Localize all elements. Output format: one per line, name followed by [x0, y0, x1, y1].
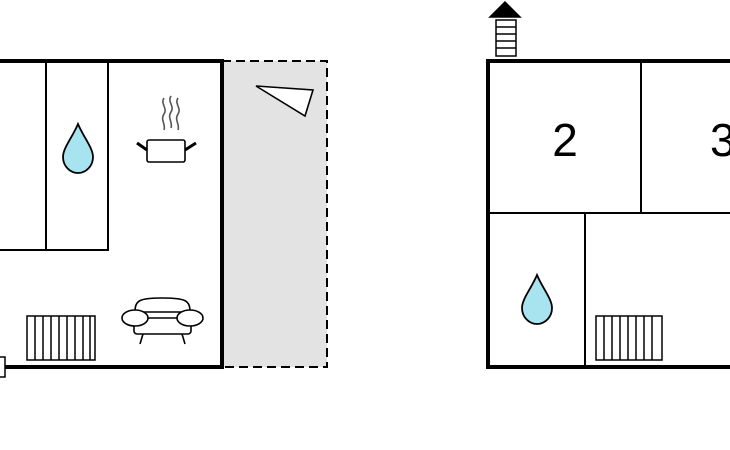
- sofa-icon: [121, 297, 204, 345]
- cooking-pot-icon: [136, 95, 197, 163]
- floor-right: 2 3: [486, 0, 730, 369]
- radiator-icon: [595, 315, 663, 361]
- bathroom-wall: [0, 61, 109, 251]
- terrace-area: [222, 61, 327, 367]
- interior-walls: [488, 61, 730, 367]
- terrace-flag-icon: [255, 85, 315, 118]
- entrance-marker: [0, 356, 6, 378]
- floor-left: [0, 59, 328, 378]
- outer-wall: [0, 59, 224, 369]
- stairs-up-icon: [488, 0, 522, 57]
- radiator-icon: [26, 315, 96, 361]
- room-number-3: 3: [710, 114, 730, 166]
- terrace-border: [222, 60, 328, 368]
- water-drop-icon: [62, 121, 94, 174]
- water-drop-icon: [521, 272, 553, 325]
- room-number-2: 2: [552, 114, 578, 166]
